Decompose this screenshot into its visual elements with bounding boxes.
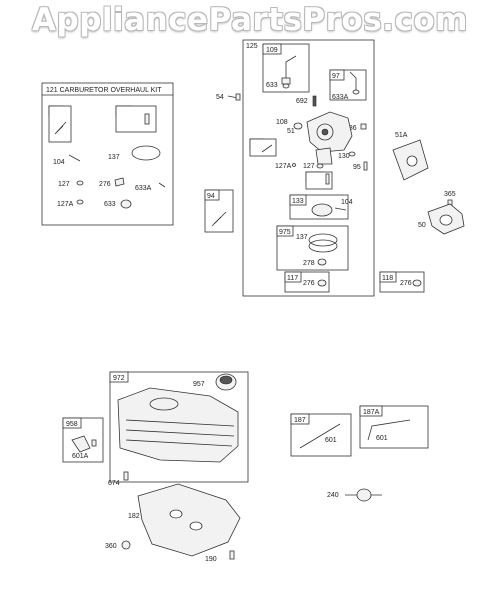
label-601-187a: 601 [376,435,388,442]
label-104: 104 [53,159,65,166]
intake-50: 365 50 [418,191,465,235]
label-957: 957 [193,381,205,388]
label-104-inner: 104 [341,199,353,206]
label-692: 692 [296,98,308,105]
label-51: 51 [287,128,295,135]
label-360: 360 [105,543,117,550]
fuel-tank-box: 972 957 [109,371,249,483]
part-54-screw: 54 [216,93,241,101]
label-137-inner: 137 [296,234,308,241]
label-240: 240 [327,492,339,499]
label-276-118: 276 [400,280,412,287]
fuel-line-187a-box: 187A 601 [359,405,429,449]
part-958-box: 958 601A [62,417,104,463]
label-633-inner: 633 [266,82,278,89]
needle-part [144,113,150,125]
fuel-tank [117,387,239,463]
label-133: 133 [292,198,304,205]
label-127-inner: 127 [303,163,315,170]
label-186: 186 [345,125,357,132]
label-118: 118 [382,275,393,282]
label-50: 50 [418,222,426,229]
carburetor-overhaul-kit-box: 121 CARBURETOR OVERHAUL KIT 94 134 104 1… [41,82,174,226]
label-117: 117 [287,275,298,282]
label-975: 975 [279,229,291,236]
label-972: 972 [113,375,125,382]
label-182: 182 [128,513,140,520]
carburetor-body [306,111,353,165]
label-137: 137 [108,154,120,161]
gasket-51a: 51A [392,132,429,181]
fuel-filter-240: 240 [327,488,382,502]
o-ring [131,145,161,161]
label-633: 633 [104,201,116,208]
label-601a: 601A [72,453,89,460]
watermark: AppliancePartsPros.com [32,2,468,38]
label-674: 674 [108,480,120,487]
label-109: 109 [266,47,278,54]
label-127a-inner: 127A [275,163,292,170]
label-276-inner: 276 [303,280,315,287]
label-633a-inner: 633A [332,94,349,101]
carburetor-assembly-box: 125 109 633 97 633A 692 108 51 186 [242,39,375,297]
label-190: 190 [205,556,217,563]
label-958: 958 [66,421,78,428]
part-94-box: 94 [204,189,234,233]
label-187: 187 [294,417,306,424]
bracket-182 [137,483,241,557]
part-118-box: 118 276 [379,271,425,293]
label-125: 125 [246,43,258,50]
label-51a: 51A [395,132,408,139]
label-108: 108 [276,119,288,126]
label-601: 601 [325,437,337,444]
label-97: 97 [332,73,340,80]
label-130: 130 [338,153,350,160]
label-94-separate: 94 [207,193,215,200]
label-127a: 127A [57,201,74,208]
fuel-tank-bracket: 674 182 360 190 [105,471,241,563]
fuel-line-187-box: 187 601 [290,413,352,457]
kit-title: 121 CARBURETOR OVERHAUL KIT [46,87,162,94]
label-633a: 633A [135,185,152,192]
label-54: 54 [216,94,224,101]
label-278: 278 [303,260,315,267]
label-276: 276 [99,181,111,188]
label-365: 365 [444,191,456,198]
label-95: 95 [353,164,361,171]
label-127: 127 [58,181,70,188]
label-187a: 187A [363,409,380,416]
